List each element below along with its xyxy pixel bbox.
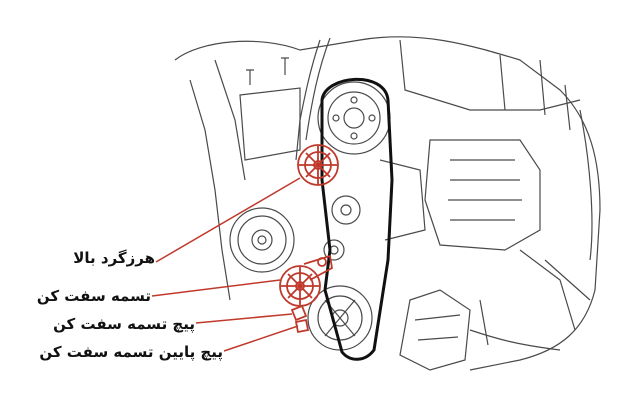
- camshaft-pulley: [317, 81, 391, 155]
- label-upper-idler: هرزگرد بالا: [73, 249, 155, 267]
- leader-lines: [151, 177, 301, 352]
- leader-line-tensioner-bolt: [195, 313, 293, 324]
- label-tensioner: تسمه سفت کن: [36, 287, 151, 305]
- idler-pulley: [331, 195, 361, 225]
- drive-belt: [320, 77, 394, 361]
- upper-idler-highlight: [297, 144, 339, 186]
- leader-line-upper-idler: [155, 177, 301, 263]
- label-tensioner-bolt: پیچ تسمه سفت کن: [53, 315, 195, 333]
- engine-block-outline: [174, 36, 601, 371]
- tensioner-lower-bolt-highlight: [294, 318, 310, 334]
- leader-line-tensioner: [151, 279, 281, 297]
- tensioner-highlight: [279, 254, 333, 307]
- label-tensioner-lower-bolt: پیچ پایین تسمه سفت کن: [39, 343, 223, 361]
- leader-line-lower-bolt: [223, 325, 299, 352]
- tensioner-bolt-highlight: [290, 304, 308, 322]
- crankshaft-pulley: [229, 207, 295, 273]
